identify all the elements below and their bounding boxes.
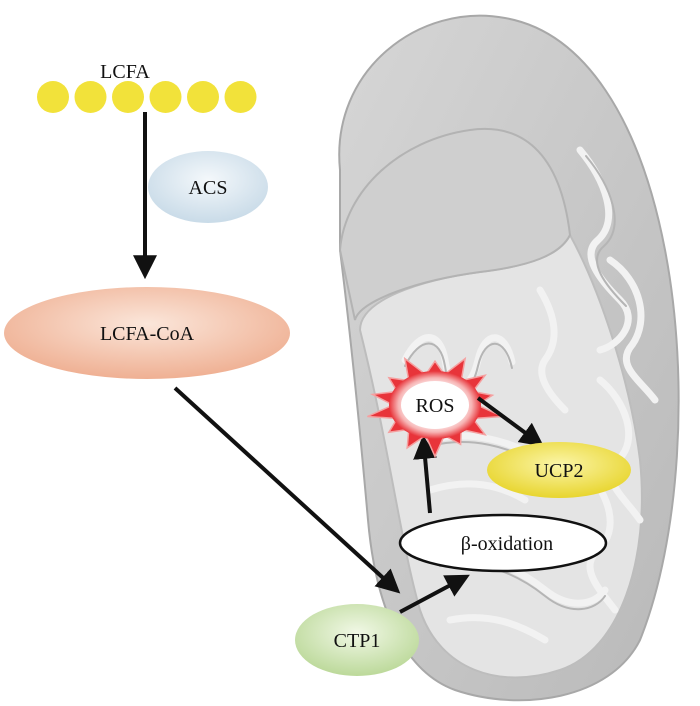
ros-burst bbox=[367, 356, 503, 459]
lcfa-bead bbox=[224, 81, 257, 113]
acs-enzyme-node bbox=[148, 151, 268, 223]
acs-label: ACS bbox=[189, 177, 228, 199]
lcfa-coa-node bbox=[4, 287, 290, 379]
lcfa-bead bbox=[37, 81, 69, 113]
ucp2-node bbox=[487, 442, 631, 498]
beta-oxidation-node bbox=[398, 513, 608, 573]
arrow-lcfa-coa-to-ctp1 bbox=[173, 386, 401, 594]
lcfa-bead bbox=[149, 81, 182, 113]
ctp1-node bbox=[295, 604, 419, 676]
ros-label: ROS bbox=[416, 395, 455, 417]
arrow-ctp1-to-beta-oxidation bbox=[399, 574, 470, 614]
lcfa-fatty-acid-chain bbox=[37, 81, 257, 113]
lcfa-bead bbox=[74, 81, 107, 113]
lcfa-bead bbox=[187, 81, 219, 113]
arrow-beta-oxidation-to-ros bbox=[413, 434, 438, 514]
ucp2-label: UCP2 bbox=[535, 460, 584, 482]
mitochondrion-cut-surface bbox=[338, 128, 572, 321]
lcfa-bead bbox=[112, 81, 144, 113]
ctp1-label: CTP1 bbox=[334, 630, 381, 652]
lcfa-label: LCFA bbox=[100, 61, 150, 83]
lcfa-coa-label: LCFA-CoA bbox=[100, 323, 195, 345]
mitochondrion bbox=[338, 14, 680, 702]
arrow-ros-to-ucp2 bbox=[476, 396, 545, 447]
beta-oxidation-label: β-oxidation bbox=[461, 533, 553, 555]
